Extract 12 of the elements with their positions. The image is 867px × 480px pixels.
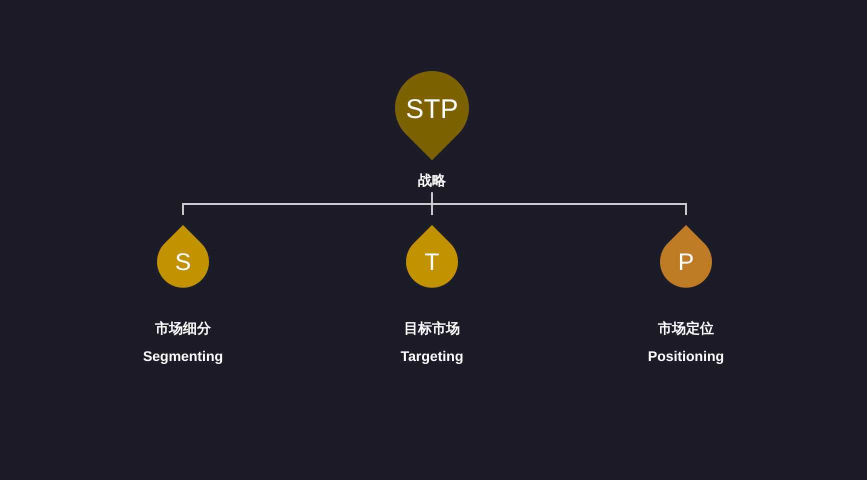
english-label: Positioning	[648, 348, 724, 364]
chinese-label: 市场定位	[658, 320, 714, 336]
connector-line	[431, 192, 687, 215]
drop-letter: P	[676, 250, 695, 275]
chinese-label: 市场细分	[155, 320, 211, 336]
chinese-label: 目标市场	[404, 320, 460, 336]
drop-letter: STP	[404, 96, 460, 122]
drop-letter: T	[424, 250, 440, 275]
drop-letter: S	[174, 250, 192, 275]
english-label: Targeting	[400, 348, 464, 364]
english-label: Segmenting	[142, 348, 224, 364]
chinese-label: 战略	[418, 172, 446, 188]
